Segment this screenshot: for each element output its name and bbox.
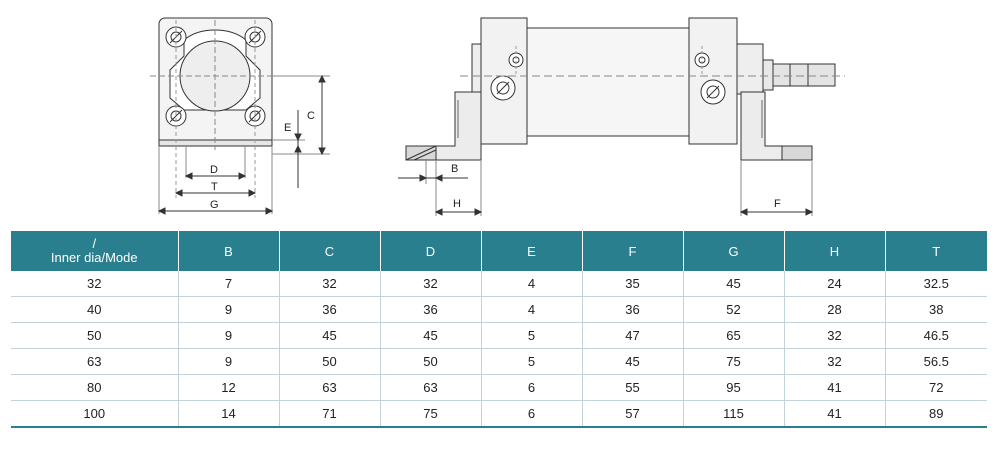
bolt-icon-bottom-left xyxy=(165,105,187,127)
table-cell: 32 xyxy=(784,322,886,349)
header-slash: / xyxy=(92,235,97,251)
table-cell: 95 xyxy=(683,374,785,401)
table-cell: 6 xyxy=(481,374,583,401)
table-cell: 9 xyxy=(178,322,280,349)
dim-label-e: E xyxy=(284,122,291,134)
front-view xyxy=(150,17,330,215)
table-cell: 12 xyxy=(178,374,280,401)
dim-label-h: H xyxy=(453,198,461,210)
table-cell: 50 xyxy=(380,348,482,375)
table-cell: 72 xyxy=(885,374,987,401)
table-row: 100 14 71 75 6 57 115 41 89 xyxy=(11,400,987,428)
technical-drawing: D T G E C xyxy=(0,0,1000,222)
table-cell: 45 xyxy=(582,348,684,375)
table-cell: 32 xyxy=(380,271,482,297)
table-row: 63 9 50 50 5 45 75 32 56.5 xyxy=(11,348,987,375)
table-cell: 36 xyxy=(279,296,381,323)
column-header-inner-dia: / Inner dia/Mode xyxy=(11,231,179,271)
table-cell: 40 xyxy=(11,296,179,323)
table-cell: 75 xyxy=(683,348,785,375)
table-row: 80 12 63 63 6 55 95 41 72 xyxy=(11,374,987,401)
table-cell: 50 xyxy=(11,322,179,349)
side-view xyxy=(398,17,845,216)
table-cell: 32 xyxy=(279,271,381,297)
column-header-f: F xyxy=(582,231,684,271)
table-cell: 46.5 xyxy=(885,322,987,349)
table-cell: 89 xyxy=(885,400,987,428)
table-cell: 57 xyxy=(582,400,684,428)
table-cell: 32 xyxy=(11,271,179,297)
table-cell: 45 xyxy=(683,271,785,297)
dim-label-c: C xyxy=(307,110,315,122)
table-cell: 63 xyxy=(380,374,482,401)
table-cell: 6 xyxy=(481,400,583,428)
column-header-e: E xyxy=(481,231,583,271)
table-cell: 38 xyxy=(885,296,987,323)
column-header-c: C xyxy=(279,231,381,271)
table-cell: 63 xyxy=(11,348,179,375)
bolt-icon-bottom-right xyxy=(244,105,266,127)
table-cell: 47 xyxy=(582,322,684,349)
dim-label-g: G xyxy=(210,199,219,211)
table-cell: 36 xyxy=(380,296,482,323)
table-row: 50 9 45 45 5 47 65 32 46.5 xyxy=(11,322,987,349)
dim-label-d: D xyxy=(210,164,218,176)
table-cell: 9 xyxy=(178,348,280,375)
table-cell: 45 xyxy=(279,322,381,349)
table-cell: 28 xyxy=(784,296,886,323)
table-cell: 71 xyxy=(279,400,381,428)
table-cell: 65 xyxy=(683,322,785,349)
table-cell: 41 xyxy=(784,374,886,401)
table-cell: 5 xyxy=(481,348,583,375)
table-cell: 9 xyxy=(178,296,280,323)
dim-label-f: F xyxy=(774,198,781,210)
table-cell: 115 xyxy=(683,400,785,428)
table-row: 40 9 36 36 4 36 52 28 38 xyxy=(11,296,987,323)
table-cell: 50 xyxy=(279,348,381,375)
dimension-table: / Inner dia/Mode B C D E F G H T 32 7 32… xyxy=(11,231,987,428)
table-cell: 14 xyxy=(178,400,280,428)
dim-label-t: T xyxy=(211,181,218,193)
table-cell: 4 xyxy=(481,296,583,323)
table-header-row: / Inner dia/Mode B C D E F G H T xyxy=(11,231,987,271)
table-cell: 35 xyxy=(582,271,684,297)
table-cell: 4 xyxy=(481,271,583,297)
table-cell: 32.5 xyxy=(885,271,987,297)
table-cell: 80 xyxy=(11,374,179,401)
dim-label-b: B xyxy=(451,163,458,175)
table-cell: 41 xyxy=(784,400,886,428)
table-cell: 7 xyxy=(178,271,280,297)
header-label: Inner dia/Mode xyxy=(50,249,138,265)
column-header-g: G xyxy=(683,231,785,271)
column-header-b: B xyxy=(178,231,280,271)
table-cell: 52 xyxy=(683,296,785,323)
table-cell: 5 xyxy=(481,322,583,349)
table-cell: 63 xyxy=(279,374,381,401)
table-row: 32 7 32 32 4 35 45 24 32.5 xyxy=(11,271,987,297)
table-cell: 75 xyxy=(380,400,482,428)
table-cell: 36 xyxy=(582,296,684,323)
table-cell: 24 xyxy=(784,271,886,297)
table-cell: 45 xyxy=(380,322,482,349)
table-cell: 55 xyxy=(582,374,684,401)
table-cell: 100 xyxy=(11,400,179,428)
column-header-t: T xyxy=(885,231,987,271)
column-header-h: H xyxy=(784,231,886,271)
column-header-d: D xyxy=(380,231,482,271)
table-cell: 56.5 xyxy=(885,348,987,375)
table-cell: 32 xyxy=(784,348,886,375)
